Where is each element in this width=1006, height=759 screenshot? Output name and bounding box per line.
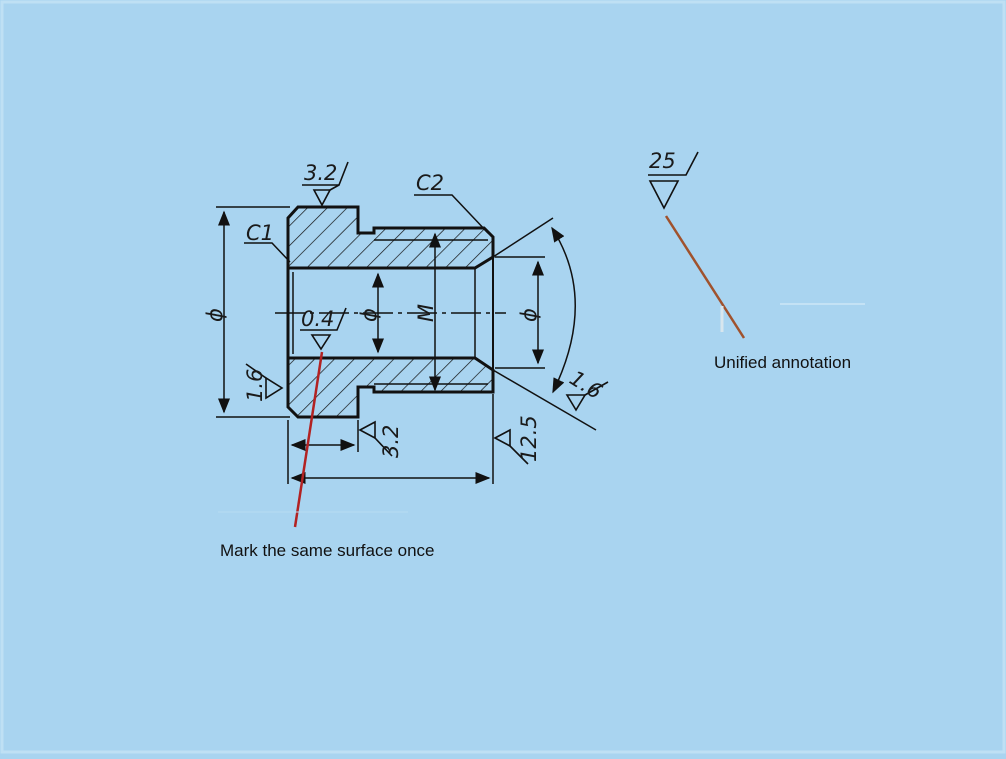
thread-symbol: M <box>414 304 438 322</box>
roughness-bore-value: 0.4 <box>301 307 334 331</box>
same-surface-label: Mark the same surface once <box>220 541 434 560</box>
outer-diameter-symbol: ϕ <box>203 308 227 322</box>
chamfer-leaders <box>244 194 489 263</box>
lower-section <box>286 356 495 419</box>
right-diameter-symbol: ϕ <box>517 308 541 322</box>
upper-section <box>286 205 495 270</box>
same-surface-leader <box>293 351 324 528</box>
chamfer-right-label: C2 <box>416 171 444 195</box>
roughness-symbols <box>245 161 609 465</box>
roughness-taper-value: 1.6 <box>565 366 606 404</box>
chamfer-left-label: C1 <box>246 221 274 245</box>
unified-label: Unified annotation <box>714 353 851 372</box>
unified-value: 25 <box>649 149 676 173</box>
unified-roughness-symbol <box>648 151 699 210</box>
unified-leader <box>664 215 746 339</box>
roughness-shoulder-value: 3.2 <box>379 425 403 458</box>
bore-diameter-symbol: ϕ <box>357 308 381 322</box>
dimension-lines <box>216 206 597 484</box>
roughness-right-face-value: 12.5 <box>517 415 541 462</box>
roughness-left-face-value: 1.6 <box>243 369 267 402</box>
roughness-top-value: 3.2 <box>304 161 337 185</box>
